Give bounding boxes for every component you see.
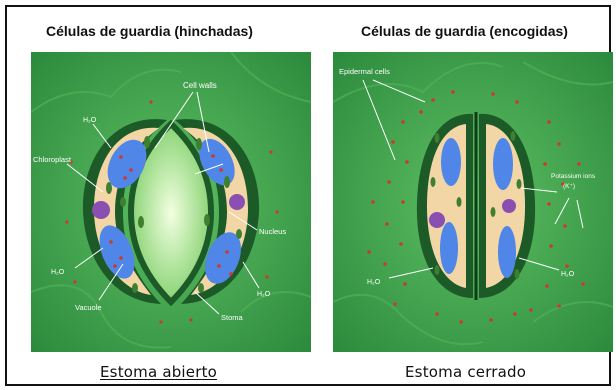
label-h2o-left: H₂O: [367, 279, 381, 286]
vacuole-left-upper: [441, 138, 461, 186]
nucleus-left: [92, 201, 110, 219]
label-h2o-bottom-right: H₂O: [257, 291, 271, 298]
label-nucleus: Nucleus: [259, 227, 286, 236]
vacuole-right-upper: [493, 138, 513, 190]
nucleus-right: [229, 194, 245, 210]
vacuole-left-lower: [440, 222, 458, 274]
open-stoma-illustration: Cell walls H₂O Chloroplast Nucleus H₂O V…: [31, 52, 311, 352]
vacuole-right-lower: [498, 226, 516, 278]
heading-swollen-guard-cells: Células de guardia (hinchadas): [46, 23, 253, 39]
closed-stoma-illustration: Epidermal cells Potassium ions (K⁺) H₂O …: [333, 52, 613, 352]
label-h2o-top-left: H₂O: [83, 117, 97, 124]
label-h2o-bottom-left: H₂O: [51, 269, 65, 276]
heading-shrunken-guard-cells: Células de guardia (encogidas): [361, 23, 568, 39]
caption-closed-stoma: Estoma cerrado: [405, 363, 526, 381]
nucleus-left: [429, 212, 445, 228]
label-stoma: Stoma: [221, 313, 244, 322]
label-vacuole: Vacuole: [75, 303, 102, 312]
label-potassium-ions: Potassium ions: [551, 173, 596, 180]
label-h2o-right: H₂O: [561, 271, 575, 278]
label-chloroplast: Chloroplast: [33, 155, 72, 164]
caption-open-stoma: Estoma abierto: [100, 363, 217, 381]
label-epidermal-cells: Epidermal cells: [339, 67, 390, 76]
label-cell-walls: Cell walls: [183, 81, 217, 90]
label-k-plus: (K⁺): [563, 183, 575, 190]
nucleus-right: [502, 199, 516, 213]
